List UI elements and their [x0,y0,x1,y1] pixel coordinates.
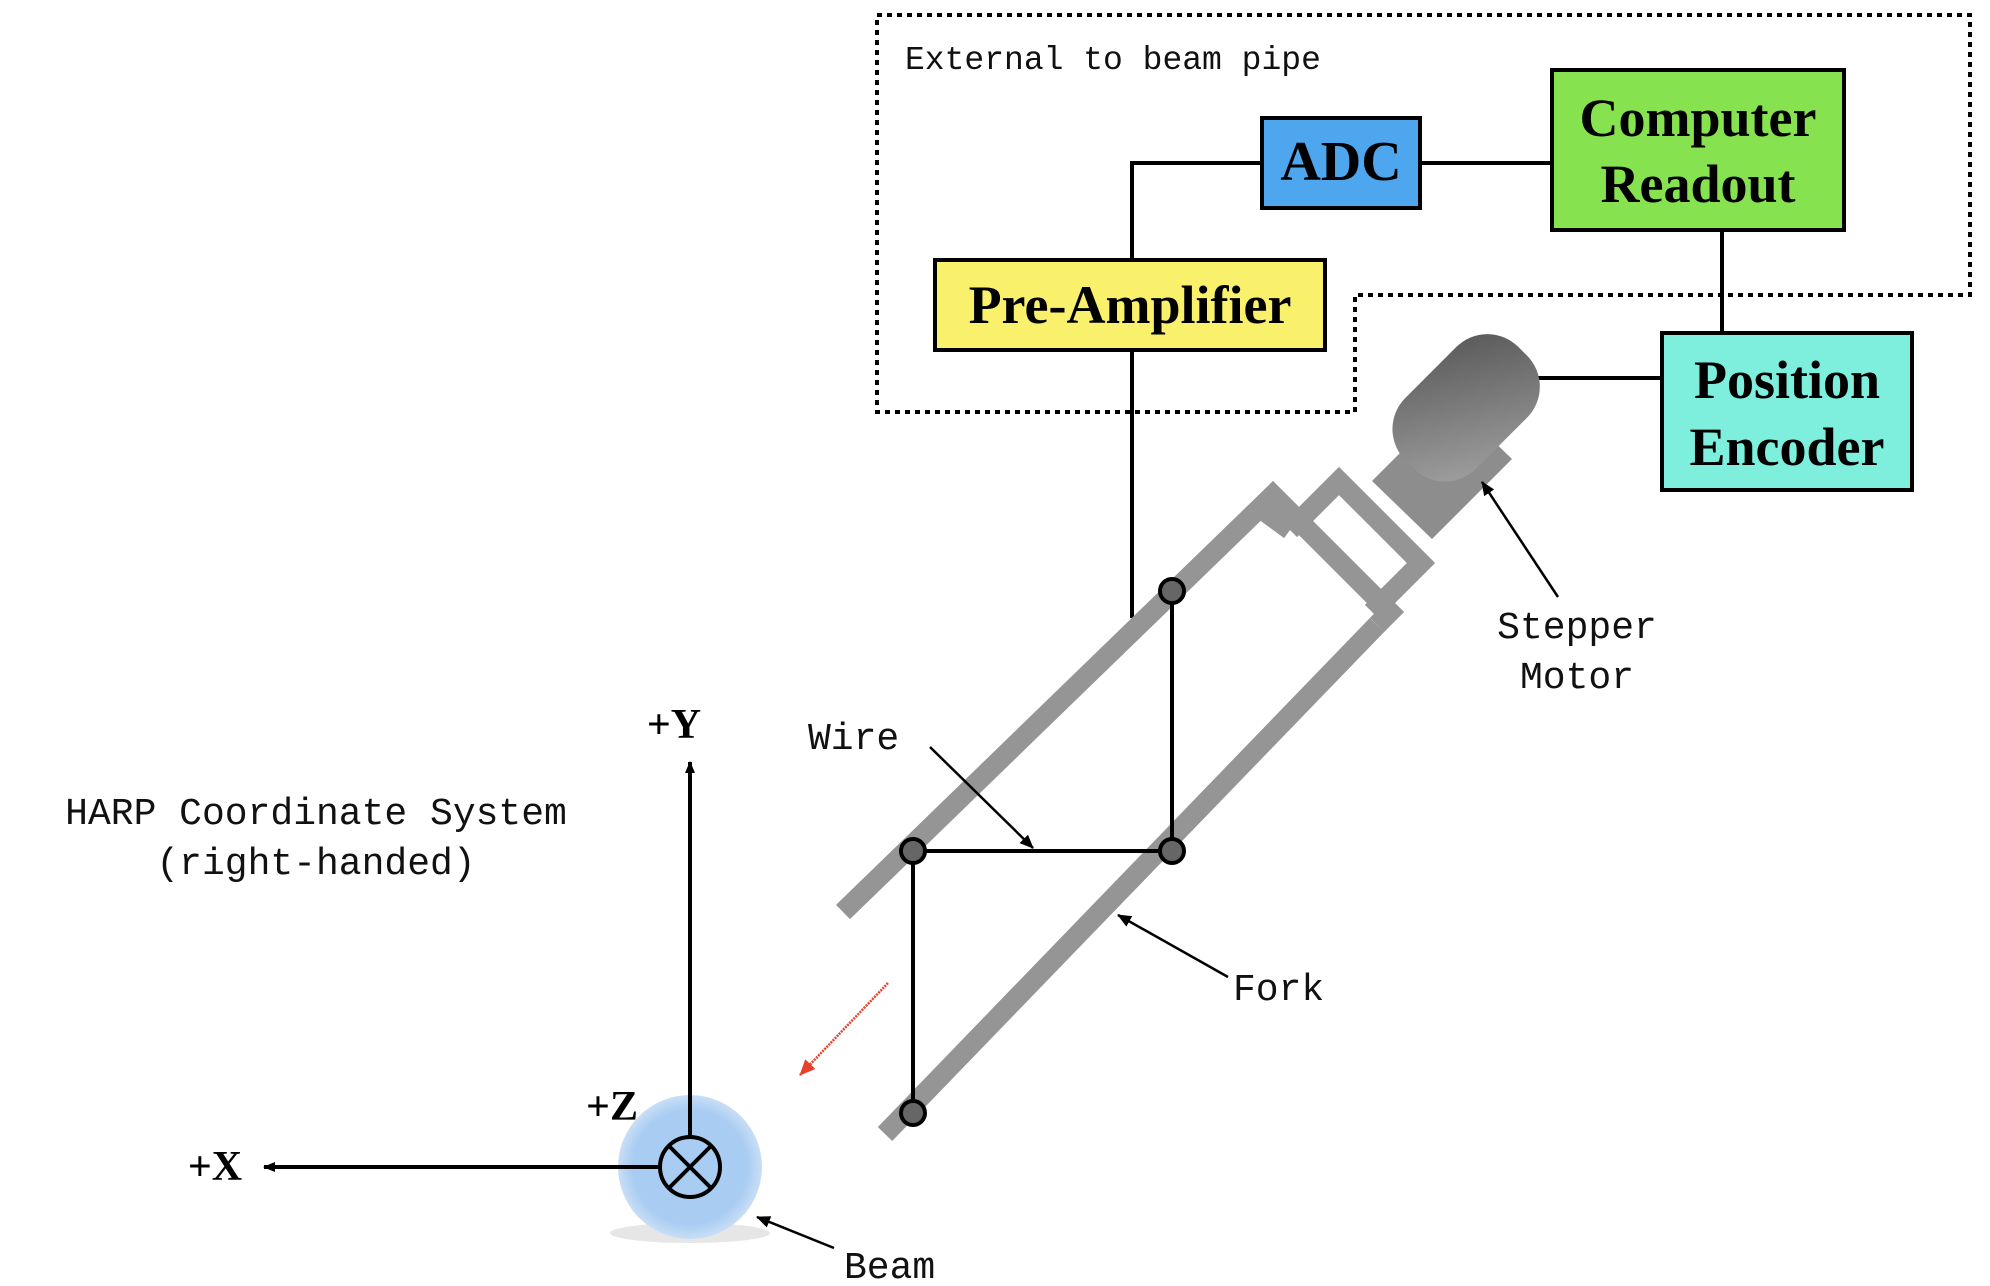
computer-readout-label-line1: Computer [1580,88,1817,148]
computer-readout-box [1550,68,1846,232]
stepper-motor-label-line1: Stepper [1497,607,1657,650]
beam-pointer [756,1215,835,1250]
adc-label: ADC [1280,131,1401,193]
coordinate-system-subtitle: (right-handed) [156,843,475,886]
position-encoder-box [1660,331,1914,492]
fork-pointer [1117,913,1229,979]
fork-label: Fork [1233,969,1324,1012]
wire-node [899,837,927,865]
adc-block: ADC [1260,116,1422,210]
stepper-motor-pointer [1480,481,1560,598]
position-encoder-label-line1: Position [1694,350,1880,410]
stepper-motor-label-line2: Motor [1520,657,1634,700]
computer-readout-block: Computer Readout [1550,68,1846,232]
wire-label: Wire [808,718,899,761]
z-axis-into-page-icon [658,1135,722,1199]
motion-direction-arrow [799,982,889,1076]
y-axis-label: +Y [647,702,701,748]
computer-readout-label-line2: Readout [1600,154,1795,214]
external-region-label: External to beam pipe [905,42,1321,79]
pre-amplifier-label: Pre-Amplifier [969,275,1292,335]
wire [911,591,1174,1113]
pre-amplifier-box [933,258,1327,352]
x-axis-label: +X [188,1144,242,1190]
position-encoder-label-line2: Encoder [1690,417,1885,477]
wire-node [1158,837,1186,865]
adc-box [1260,116,1422,210]
z-axis-label: +Z [586,1084,638,1130]
stepper-motor-cylinder [1392,334,1540,482]
wire-pointer [929,746,1034,849]
external-region-border [875,13,1972,414]
preamp-to-adc-line [1130,161,1262,260]
wire-node [1158,577,1186,605]
position-encoder-block: Position Encoder [1660,331,1914,492]
beam-label: Beam [844,1247,935,1286]
coordinate-system-title: HARP Coordinate System [65,793,567,836]
wire-node [899,1099,927,1127]
pre-amplifier-block: Pre-Amplifier [933,258,1327,352]
